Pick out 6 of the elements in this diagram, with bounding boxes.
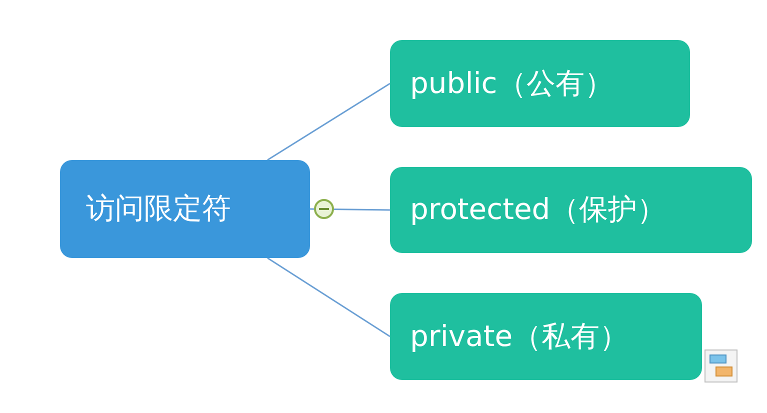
connector-line — [267, 257, 390, 338]
connector-line — [267, 82, 390, 161]
subtopic-box: private（私有） — [390, 293, 702, 380]
subtopic-box: protected（保护） — [390, 167, 752, 253]
subtopic-box: public（公有） — [390, 40, 690, 127]
topic-box: 访问限定符 — [60, 160, 310, 258]
